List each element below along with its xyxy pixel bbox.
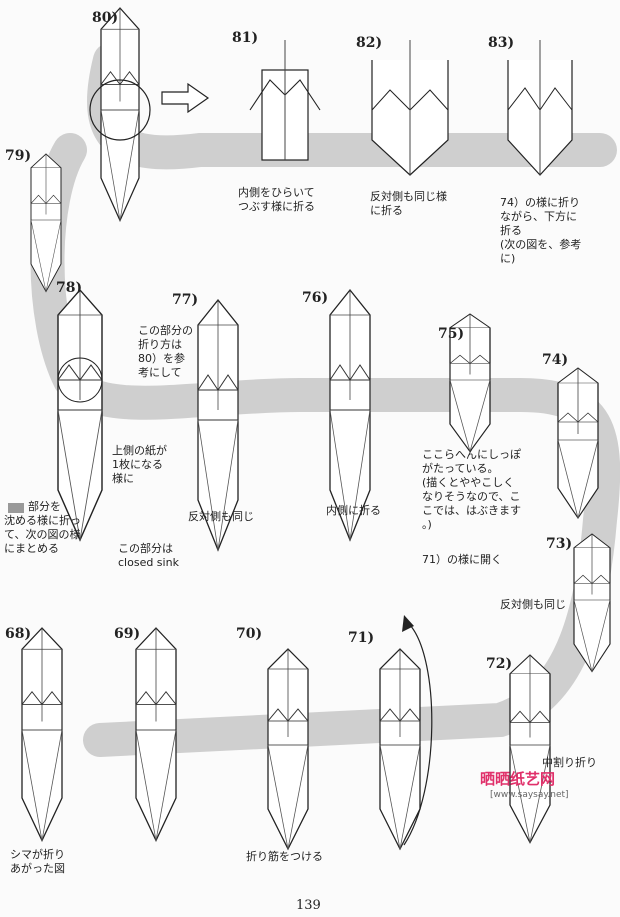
step-74-figure [557,367,599,519]
step-number: 82) [356,35,383,51]
caption: 反対側も同じ [500,598,566,611]
caption: この部分は closed sink [118,542,179,569]
step-number: 83) [488,35,515,51]
caption: 71）の様に開く [422,553,502,566]
step-76-figure [329,289,371,541]
step-79-figure [30,153,62,292]
caption: 74）の様に折り ながら、下方に 折る (次の図を、参考 に) [500,196,582,265]
step-number: 75) [438,326,465,342]
step-number: 77) [172,292,199,308]
step-73-figure [573,533,611,673]
step-number: 72) [486,656,513,672]
caption: 反対側も同じ様 に折る [370,190,447,217]
shaded-legend-swatch [8,503,24,513]
step-72-figure [509,654,551,844]
caption: 上側の紙が 1枚になる 様に [112,444,167,485]
step-number: 76) [302,290,329,306]
arrow-icon [161,82,210,114]
caption: 中割り折り [542,756,597,769]
page-number: 139 [296,898,321,913]
step-number: 70) [236,626,263,642]
step-80-figure [100,7,140,222]
caption: シマが折り あがった図 [10,848,65,875]
step-number: 69) [114,626,141,642]
watermark-url: [www.saysay.net] [490,790,569,800]
caption: 反対側も同じ [188,510,254,523]
step-number: 73) [546,536,573,552]
step-82-figure [371,40,449,176]
step-68-figure [21,627,63,842]
step-number: 80) [92,10,119,26]
step-71-figure [379,648,421,850]
watermark-title: 晒晒纸艺网 [480,770,556,788]
step-83-figure [507,40,573,176]
step-69-figure [135,627,177,842]
step-number: 68) [5,626,32,642]
step-number: 78) [56,280,83,296]
step-81-figure [249,40,321,161]
caption: この部分の 折り方は 80）を参 考にして [138,324,193,379]
step-number: 79) [5,148,32,164]
step-number: 71) [348,630,375,646]
caption: ここらへんにしっぽ がたっている。 (描くとややこしく なりそうなので、こ こで… [422,448,521,531]
caption: 部分を 沈める様に折っ て、次の図の様 にまとめる [4,500,81,555]
step-number: 81) [232,30,259,46]
caption: 折り筋をつける [246,850,323,863]
caption: 内側をひらいて つぶす様に折る [238,186,315,213]
step-70-figure [267,648,309,850]
caption: 内側に折る [326,504,381,517]
step-number: 74) [542,352,569,368]
